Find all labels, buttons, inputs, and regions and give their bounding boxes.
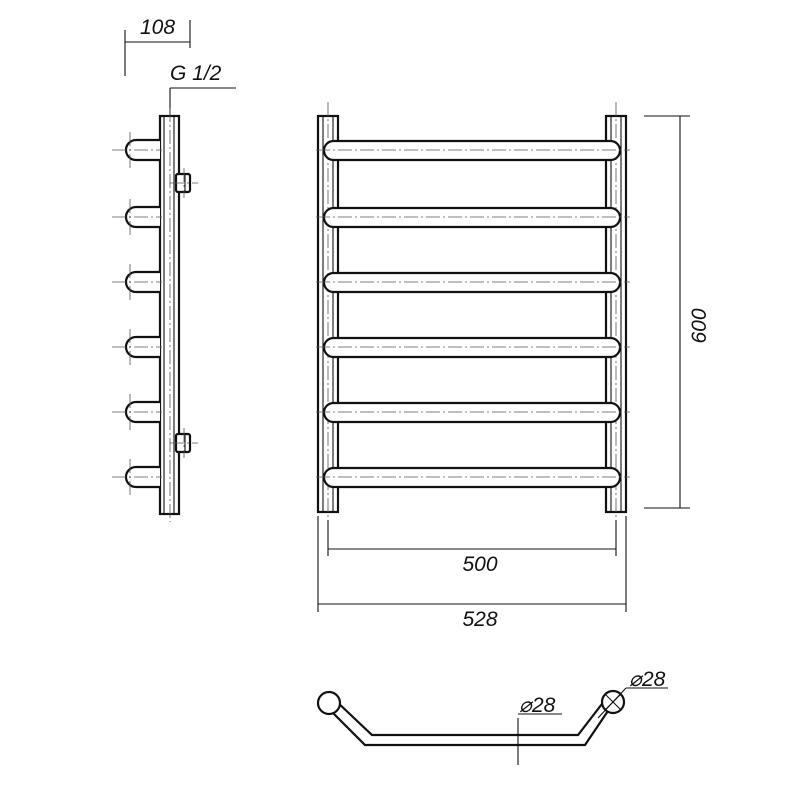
outer-width-dimension: 528 (317, 516, 627, 631)
depth-dimension: 108 (124, 16, 191, 76)
side-view: 108 G 1/2 (112, 16, 236, 522)
outer-width-label: 528 (462, 608, 497, 631)
inner-width-dimension: 500 (327, 520, 617, 576)
height-dimension: 600 (644, 115, 711, 509)
thread-label: G 1/2 (170, 62, 222, 85)
front-rungs (316, 139, 630, 489)
top-view: ⌀ 28 ⌀ 28 (316, 668, 668, 765)
front-view: 600 500 528 (316, 102, 711, 631)
post-diameter-callout: ⌀ 28 (597, 668, 668, 719)
bar-diameter-symbol: ⌀ (519, 694, 534, 717)
bar-diameter-callout: ⌀ 28 (517, 694, 562, 765)
depth-label: 108 (140, 16, 175, 39)
post-diameter-symbol: ⌀ (629, 668, 644, 691)
inner-width-label: 500 (462, 553, 497, 576)
post-diameter-label: 28 (641, 668, 666, 691)
thread-callout: G 1/2 (169, 62, 236, 118)
height-label: 600 (688, 308, 711, 343)
side-connections (170, 168, 198, 458)
side-rungs (112, 132, 162, 495)
left-post-section (316, 690, 342, 716)
bar-diameter-label: 28 (531, 694, 556, 717)
